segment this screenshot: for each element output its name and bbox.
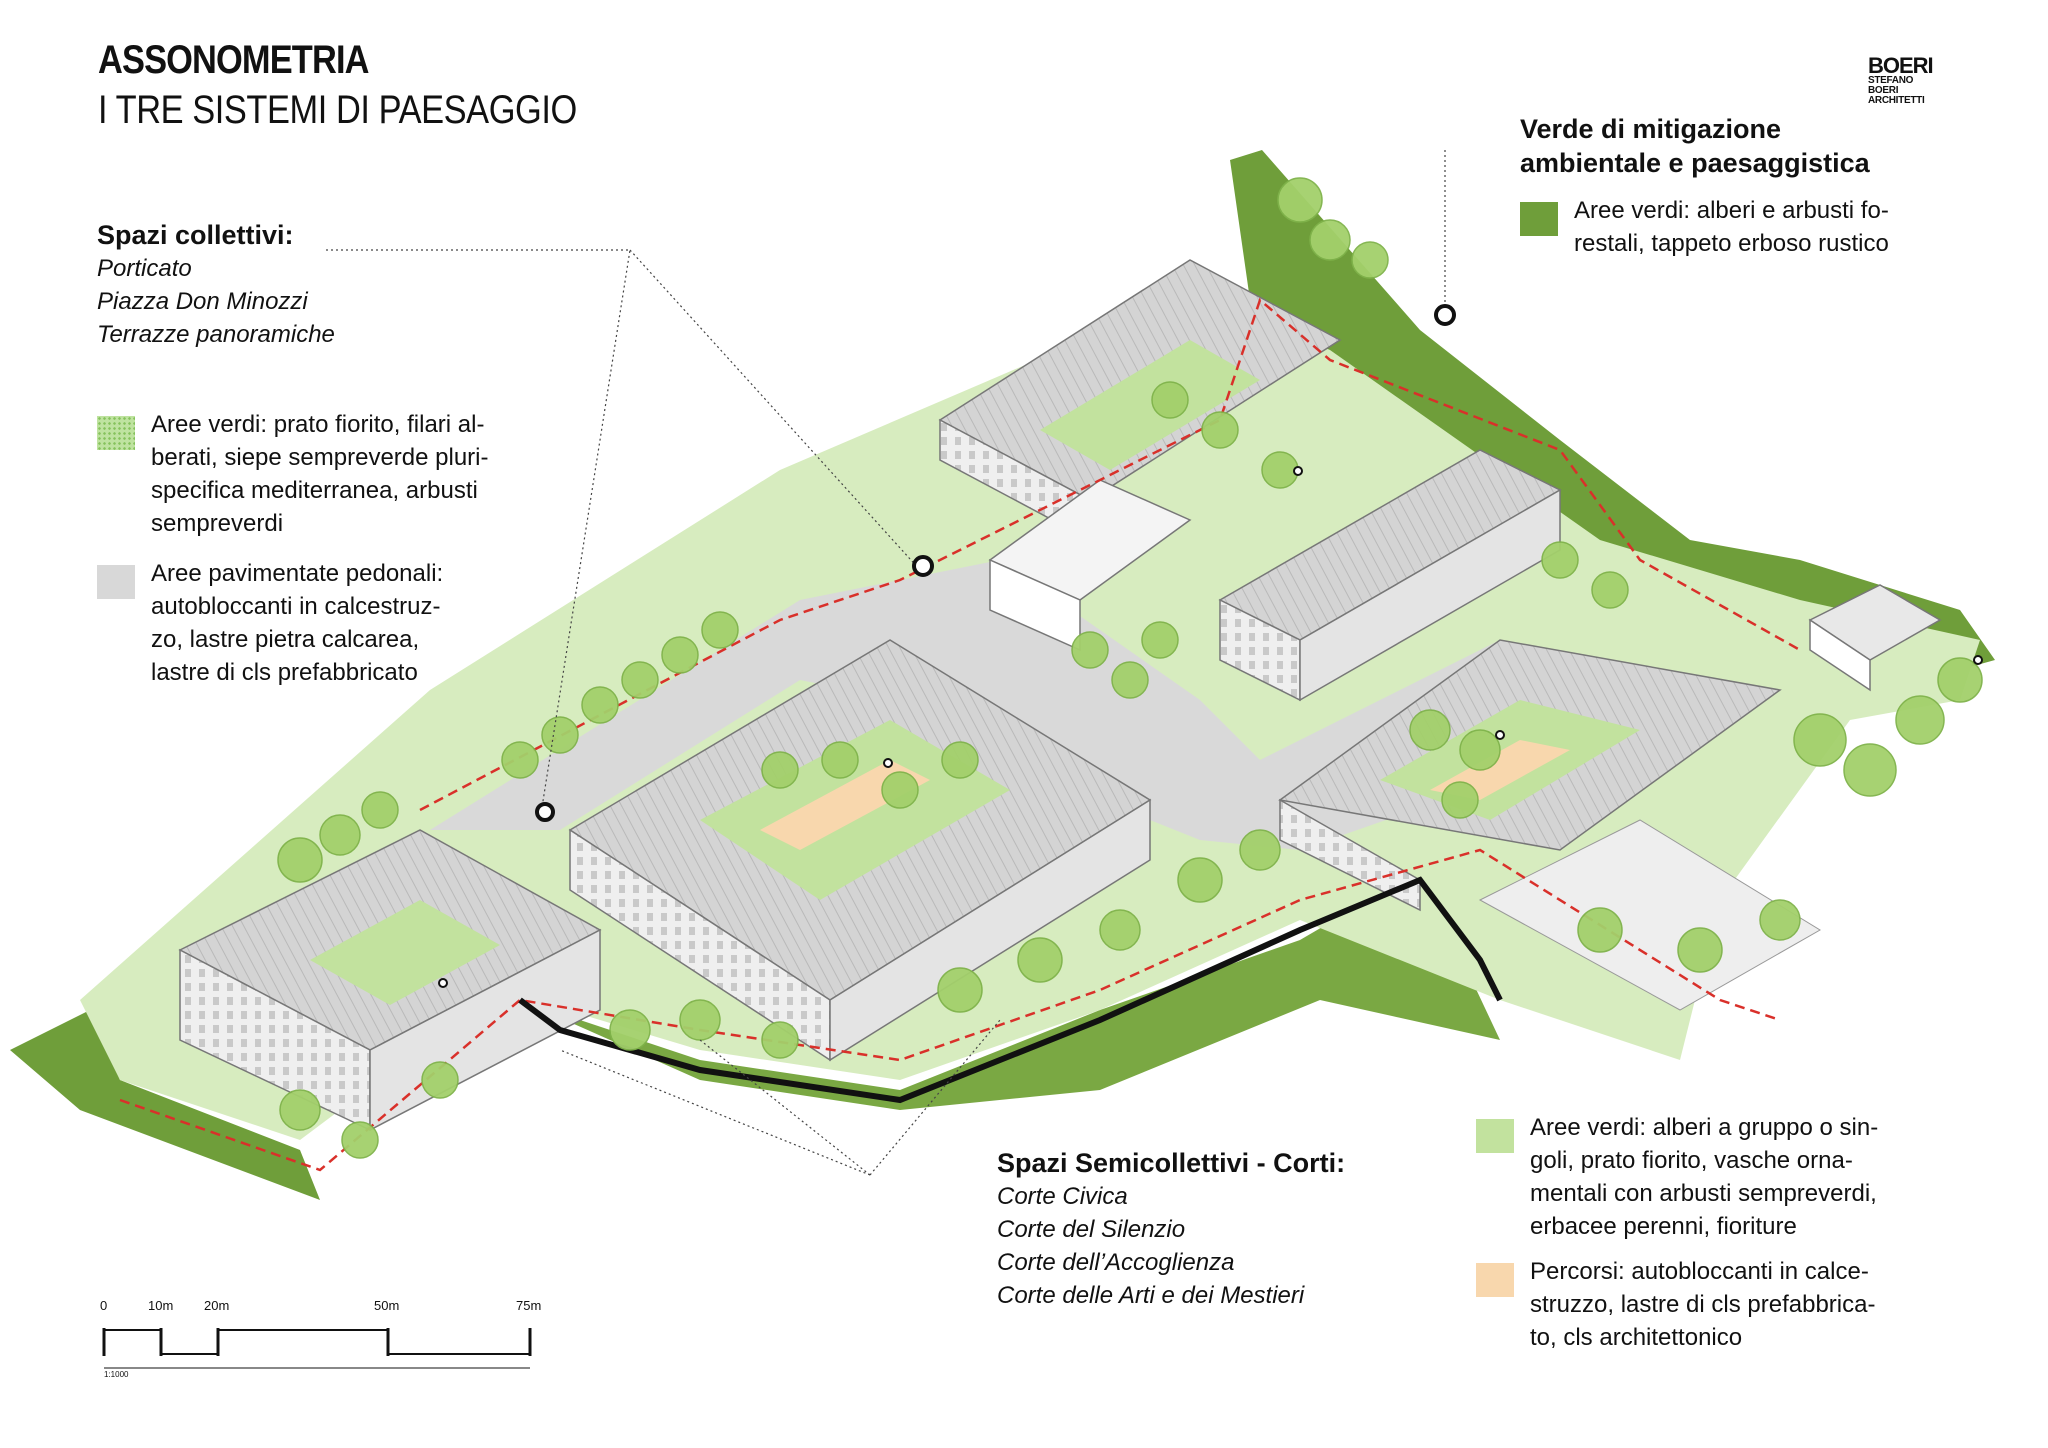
leader-lines xyxy=(326,150,1446,1176)
courtyard xyxy=(310,900,500,1005)
page-title: ASSONOMETRIA xyxy=(98,38,369,82)
legend-swatch-grey xyxy=(97,565,135,599)
tree-clusters xyxy=(277,177,1983,1159)
page-subtitle: I TRE SISTEMI DI PAESAGGIO xyxy=(98,88,577,132)
legend-semicollettivi-paths: Percorsi: autobloccanti in calce- struzz… xyxy=(1476,1255,1946,1354)
logo-line: ARCHITETTI xyxy=(1868,95,1925,106)
verde-mitigazione-heading: Verde di mitigazione xyxy=(1520,114,1782,144)
scale-tick-label: 0 xyxy=(100,1298,108,1313)
spazi-semicollettivi-heading: Spazi Semicollettivi - Corti: xyxy=(997,1148,1346,1178)
scale-ratio-label: 1:1000 xyxy=(104,1370,129,1379)
boeri-logo: BOERI STEFANO BOERI ARCHITETTI xyxy=(1868,53,1948,106)
spazi-collettivi-item: Terrazze panoramiche xyxy=(97,321,335,348)
spazi-semicollettivi-item: Corte Civica xyxy=(997,1183,1128,1210)
legend-swatch-peach xyxy=(1476,1263,1514,1297)
verde-mitigazione-heading: ambientale e paesaggistica xyxy=(1520,148,1870,178)
scale-tick-label: 10m xyxy=(148,1298,174,1313)
site-edge xyxy=(518,876,1503,1104)
scale-tick-label: 50m xyxy=(374,1298,400,1313)
scale-tick-label: 20m xyxy=(204,1298,230,1313)
location-markers xyxy=(535,304,1456,822)
legend-semicollettivi-green: Aree verdi: alberi a gruppo o sin- goli,… xyxy=(1476,1111,1946,1243)
logo-mark: BOERI xyxy=(1868,53,1934,78)
spazi-semicollettivi-item: Corte dell’Accoglienza xyxy=(997,1249,1235,1276)
legend-text: Aree verdi: alberi e arbusti fo- restali… xyxy=(1574,197,1889,257)
logo-line: BOERI xyxy=(1868,85,1899,96)
spazi-semicollettivi-item: Corte del Silenzio xyxy=(997,1216,1186,1243)
spazi-collettivi-section: Spazi collettivi: Porticato Piazza Don M… xyxy=(97,218,597,351)
forest-belt-area xyxy=(10,1010,320,1200)
legend-swatch-dark-green xyxy=(1520,202,1558,236)
scale-bar-graphic xyxy=(102,1328,532,1369)
forest-belt-area xyxy=(1230,150,1995,700)
legend-text: Percorsi: autobloccanti in calce- struzz… xyxy=(1530,1258,1876,1351)
legend-text: Aree verdi: alberi a gruppo o sin- goli,… xyxy=(1530,1114,1879,1240)
legend-mitigazione: Aree verdi: alberi e arbusti fo- restali… xyxy=(1520,194,1980,260)
spazi-collettivi-item: Piazza Don Minozzi xyxy=(97,288,308,315)
scale-tick-label: 75m xyxy=(516,1298,542,1313)
rotunda-building xyxy=(1809,618,1871,692)
legend-swatch-green-dotted xyxy=(97,416,135,450)
legend-text: Aree verdi: prato fiorito, filari al- be… xyxy=(151,411,489,537)
legend-collettivi-paved: Aree pavimentate pedonali: autobloccanti… xyxy=(97,557,577,689)
scale-bar: 0 10m 20m 50m 75m 1:1000 xyxy=(96,1298,556,1390)
courtyard-markers xyxy=(438,466,1983,988)
spazi-semicollettivi-item: Corte delle Arti e dei Mestieri xyxy=(997,1282,1305,1309)
verde-mitigazione-section: Verde di mitigazione ambientale e paesag… xyxy=(1520,112,1980,180)
spazi-semicollettivi-section: Spazi Semicollettivi - Corti: Corte Civi… xyxy=(997,1146,1457,1312)
legend-collettivi-green: Aree verdi: prato fiorito, filari al- be… xyxy=(97,408,577,540)
building-facade xyxy=(1279,798,1421,912)
spazi-collettivi-heading: Spazi collettivi: xyxy=(97,220,294,250)
parking-area xyxy=(1478,819,1821,1011)
spazi-collettivi-item: Porticato xyxy=(97,255,192,282)
courtyard xyxy=(1040,340,1260,470)
building-facade xyxy=(829,798,1151,1062)
legend-text: Aree pavimentate pedonali: autobloccanti… xyxy=(151,560,444,686)
perimeter-path xyxy=(419,297,1801,812)
legend-swatch-light-green xyxy=(1476,1119,1514,1153)
logo-line: STEFANO xyxy=(1868,75,1914,86)
